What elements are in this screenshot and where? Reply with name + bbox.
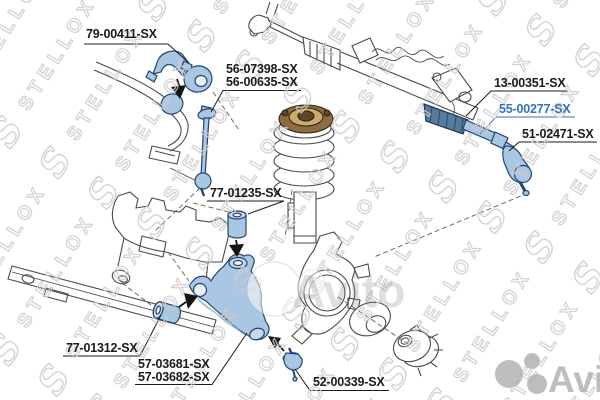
part-label-57-03682-sx: 57-03682-SX [138, 370, 210, 384]
part-label-51-02471-sx: 51-02471-SX [522, 127, 594, 141]
part-label-56-07398-sx: 56-07398-SX [226, 62, 298, 76]
avito-watermark: Avito [495, 353, 600, 400]
part-label-57-03681-sx: 57-03681-SX [138, 357, 210, 371]
part-label-52-00339-sx: 52-00339-SX [313, 375, 385, 389]
part-label-77-01235-sx: 77-01235-SX [210, 186, 282, 200]
avito-logo-circle-medium [527, 374, 547, 394]
part-label-79-00411-sx: 79-00411-SX [86, 27, 157, 41]
avito-center-watermark: Avito [246, 261, 405, 317]
part-label-56-00635-sx: 56-00635-SX [226, 75, 298, 89]
avito-text: Avito [548, 359, 600, 400]
part-label-77-01312-sx: 77-01312-SX [66, 341, 138, 355]
avito-logo-circle-large [495, 360, 523, 388]
part-label-13-00351-sx: 13-00351-SX [494, 76, 566, 90]
part-label-55-00277-sx-highlighted: 55-00277-SX [499, 102, 571, 116]
avito-logo-circle-small [524, 353, 540, 369]
avito-ghost-text: Avito [292, 265, 405, 317]
